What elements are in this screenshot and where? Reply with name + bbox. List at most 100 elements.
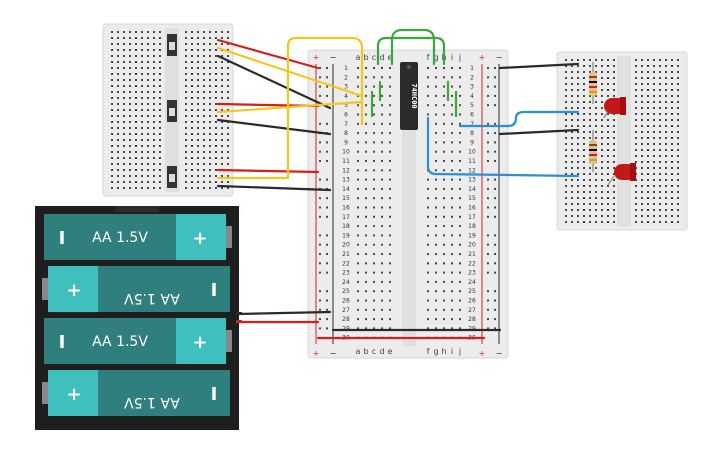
battery-lead-red: [236, 320, 242, 323]
row-label: 20: [342, 242, 350, 249]
rail-sign: −: [496, 53, 503, 62]
row-label: 15: [342, 195, 350, 202]
row-label: 22: [468, 260, 476, 267]
row-label: 3: [470, 84, 474, 91]
row-label: 13: [468, 177, 476, 184]
wire-red-switch1: [216, 38, 320, 70]
column-label: c: [372, 53, 376, 62]
row-label: 3: [344, 84, 348, 91]
row-label: 16: [468, 205, 476, 212]
battery-minus-sign: I: [211, 384, 218, 405]
column-label: h: [441, 347, 446, 356]
resistor-icon: [589, 130, 597, 172]
row-label: 11: [468, 158, 476, 165]
column-label: j: [458, 347, 461, 356]
row-label: 27: [342, 307, 350, 314]
row-label: 26: [468, 298, 476, 305]
row-label: 10: [468, 149, 476, 156]
row-label: 4: [470, 93, 474, 100]
slide-switch-icon: [167, 34, 177, 56]
battery-label: AA 1.5V: [92, 230, 148, 246]
row-label: 18: [342, 223, 350, 230]
row-label: 9: [344, 139, 348, 146]
ic-chip-icon: 74HC00: [400, 62, 418, 130]
row-label: 1: [470, 65, 474, 72]
wire-yellow-switch2: [216, 100, 364, 114]
row-label: 16: [342, 205, 350, 212]
column-label: a: [356, 53, 361, 62]
battery-minus-sign: I: [59, 228, 66, 249]
row-label: 7: [470, 121, 474, 128]
column-label: e: [388, 53, 393, 62]
row-label: 24: [468, 279, 476, 286]
column-label: i: [451, 347, 453, 356]
wire-blue-led-top: [458, 110, 580, 128]
row-label: 17: [468, 214, 476, 221]
row-label: 2: [344, 74, 348, 81]
row-label: 23: [342, 270, 350, 277]
rail-sign: −: [496, 349, 503, 358]
row-label: 21: [468, 251, 476, 258]
battery-cell: + AA 1.5V I: [42, 266, 230, 312]
rail-sign: +: [479, 53, 486, 62]
main-breadboard-center-channel: [402, 62, 416, 346]
row-label: 28: [342, 316, 350, 323]
battery-plus-sign: +: [66, 280, 81, 301]
column-label: e: [388, 347, 393, 356]
row-label: 5: [470, 102, 474, 109]
wire-black-switch1: [216, 54, 332, 110]
chip-label: 74HC00: [410, 83, 418, 108]
wire-black-switch2: [216, 118, 332, 136]
row-label: 13: [342, 177, 350, 184]
column-label: f: [427, 53, 430, 62]
row-label: 18: [468, 223, 476, 230]
row-label: 22: [342, 260, 350, 267]
wire-green-bridge-1: [390, 28, 436, 66]
row-label: 27: [468, 307, 476, 314]
wire-blue-led-bottom: [426, 116, 580, 178]
row-label: 8: [344, 130, 348, 137]
battery-minus-sign: I: [59, 332, 66, 353]
row-label: 21: [342, 251, 350, 258]
rail-sign: +: [313, 349, 320, 358]
wire-red-switch3: [216, 168, 320, 174]
slide-switch-icon: [167, 166, 177, 188]
led-icon: [603, 97, 626, 119]
slide-switch-icon: [167, 100, 177, 122]
row-label: 17: [342, 214, 350, 221]
rail-sign: +: [313, 53, 320, 62]
row-label: 2: [470, 74, 474, 81]
row-label: 8: [470, 130, 474, 137]
column-label: a: [356, 347, 361, 356]
battery-minus-sign: I: [211, 280, 218, 301]
row-label: 25: [342, 288, 350, 295]
led-breadboard-channel: [617, 56, 631, 226]
led-breadboard-holes: [565, 59, 679, 223]
wire-black-led-bottom: [498, 128, 580, 136]
rail-sign: −: [330, 349, 337, 358]
battery-label: AA 1.5V: [92, 334, 148, 350]
column-label: i: [451, 53, 453, 62]
row-label: 10: [342, 149, 350, 156]
column-label: c: [372, 347, 376, 356]
wire-yellow-switch3: [216, 36, 364, 180]
row-label: 9: [470, 139, 474, 146]
row-label: 12: [468, 167, 476, 174]
wire-yellow-switch1: [216, 46, 364, 98]
row-label: 12: [342, 167, 350, 174]
row-label: 23: [468, 270, 476, 277]
wire-black-switch3: [216, 184, 332, 192]
battery-label: AA 1.5V: [124, 290, 180, 306]
column-label: b: [363, 347, 368, 356]
row-label: 6: [470, 112, 474, 119]
row-label: 19: [342, 232, 350, 239]
battery-plus-sign: +: [66, 384, 81, 405]
resistor-icon: [589, 62, 597, 104]
row-label: 19: [468, 232, 476, 239]
